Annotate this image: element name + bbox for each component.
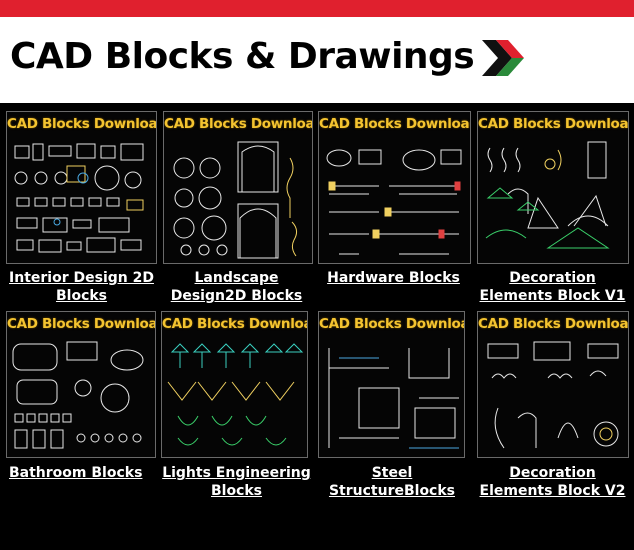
thumbnail-landscape-design[interactable]: CAD Blocks Download	[163, 111, 313, 264]
card-caption-decoration-v1[interactable]: Decoration Elements Block V1	[475, 269, 630, 305]
caption-line: Design2D Blocks	[170, 288, 303, 304]
brand-logo-icon[interactable]	[478, 36, 524, 80]
card-caption-hardware[interactable]: Hardware Blocks	[316, 269, 471, 287]
caption-line: Bathroom Blocks	[9, 465, 143, 481]
card-bathroom[interactable]: CAD Blocks Download Bathroom Blocks	[6, 311, 157, 511]
hardware-blocks-preview	[326, 149, 462, 255]
thumbnail-title: CAD Blocks Download	[319, 316, 465, 332]
card-decoration-v2[interactable]: CAD Blocks Download Decoration Elements …	[475, 311, 630, 511]
card-steel-structure[interactable]: CAD Blocks Download Steel StructureBlock…	[316, 311, 471, 511]
site-title: CAD Blocks & Drawings	[10, 36, 475, 77]
interior-blocks-preview	[14, 143, 144, 253]
thumbnail-title: CAD Blocks Download	[162, 316, 308, 332]
thumbnail-title: CAD Blocks Download	[7, 116, 157, 132]
decoration-v2-preview	[487, 341, 619, 449]
thumbnail-title: CAD Blocks Download	[478, 316, 629, 332]
download-grid: CAD Blocks Download Interior Design 2D B…	[0, 103, 634, 550]
thumbnail-interior-design[interactable]: CAD Blocks Download	[6, 111, 157, 264]
card-decoration-v1[interactable]: CAD Blocks Download Decoration Elements …	[475, 111, 630, 311]
caption-line: Hardware Blocks	[327, 270, 460, 286]
card-landscape-design[interactable]: CAD Blocks Download Landscape Design2D B…	[161, 111, 313, 311]
steel-structure-preview	[328, 348, 459, 449]
caption-line: Elements Block V1	[479, 288, 626, 304]
thumbnail-title: CAD Blocks Download	[478, 116, 629, 132]
card-caption-interior-design[interactable]: Interior Design 2D Blocks	[6, 269, 157, 305]
thumbnail-decoration-v1[interactable]: CAD Blocks Download	[477, 111, 629, 264]
caption-line: Landscape	[194, 270, 279, 286]
card-hardware[interactable]: CAD Blocks Download Hardware Blocks	[316, 111, 471, 311]
card-caption-steel-structure[interactable]: Steel StructureBlocks	[312, 464, 472, 500]
card-caption-landscape-design[interactable]: Landscape Design2D Blocks	[161, 269, 312, 305]
thumbnail-title: CAD Blocks Download	[164, 116, 313, 132]
lights-blocks-preview	[167, 343, 304, 446]
thumbnail-title: CAD Blocks Download	[319, 116, 471, 132]
caption-line: Elements Block V2	[479, 483, 626, 499]
thumbnail-hardware[interactable]: CAD Blocks Download	[318, 111, 471, 264]
caption-line: Blocks	[55, 288, 108, 304]
top-accent-bar	[0, 0, 634, 17]
caption-line: Steel StructureBlocks	[328, 465, 456, 499]
thumbnail-steel-structure[interactable]: CAD Blocks Download	[318, 311, 465, 458]
caption-line: Decoration	[509, 270, 596, 286]
caption-line: Lights Engineering	[162, 465, 311, 481]
card-interior-design[interactable]: CAD Blocks Download Interior Design 2D B…	[6, 111, 157, 311]
caption-line: Blocks	[210, 483, 263, 499]
card-caption-bathroom[interactable]: Bathroom Blocks	[0, 464, 149, 482]
decoration-v1-preview	[485, 141, 610, 249]
bathroom-blocks-preview	[12, 341, 144, 449]
site-header: CAD Blocks & Drawings	[0, 17, 634, 103]
caption-line: Interior Design 2D	[9, 270, 154, 286]
caption-line: Decoration	[509, 465, 596, 481]
landscape-blocks-preview	[173, 141, 298, 259]
card-caption-decoration-v2[interactable]: Decoration Elements Block V2	[475, 464, 630, 500]
thumbnail-title: CAD Blocks Download	[7, 316, 156, 332]
card-lights-engineering[interactable]: CAD Blocks Download Lights Engineering B…	[161, 311, 312, 511]
thumbnail-lights-engineering[interactable]: CAD Blocks Download	[161, 311, 308, 458]
thumbnail-decoration-v2[interactable]: CAD Blocks Download	[477, 311, 629, 458]
thumbnail-bathroom[interactable]: CAD Blocks Download	[6, 311, 156, 458]
card-caption-lights-engineering[interactable]: Lights Engineering Blocks	[161, 464, 312, 500]
